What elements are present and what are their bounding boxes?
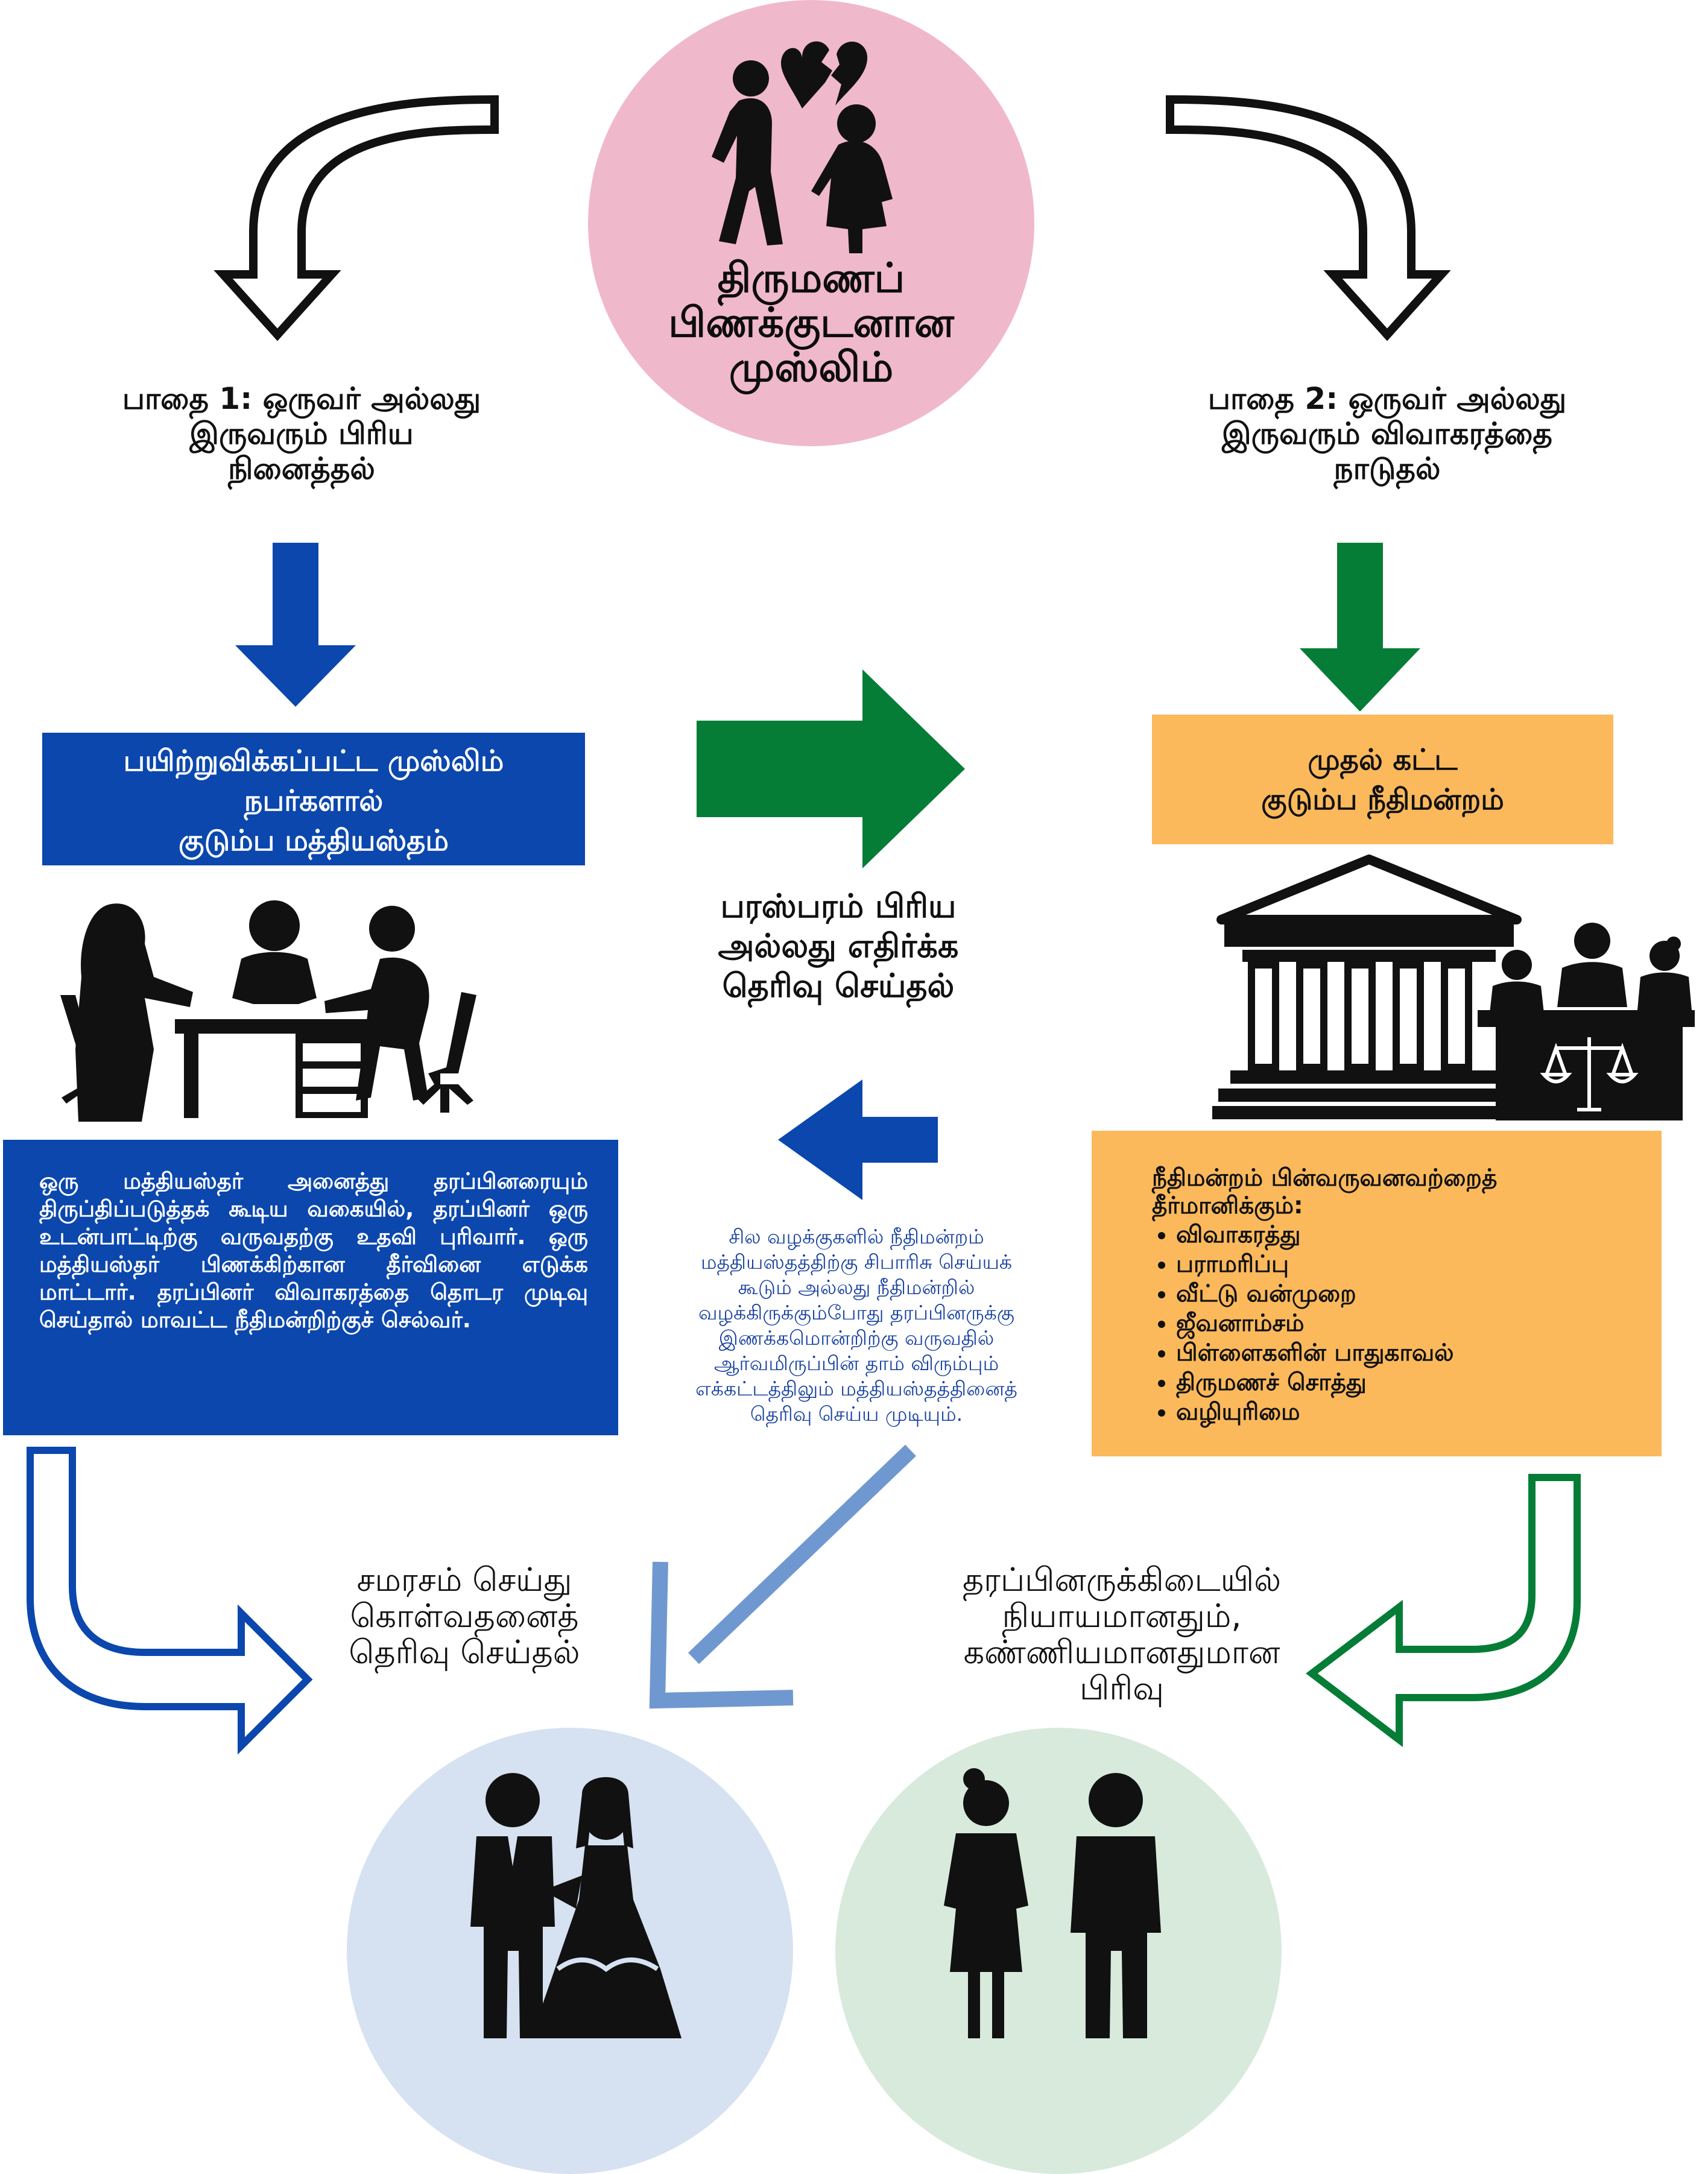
middle-line: பரஸ்பரம் பிரிய bbox=[720, 887, 957, 925]
path1-label: பாதை 1: ஒருவர் அல்லது இருவரும் பிரிய நின… bbox=[90, 381, 513, 486]
outcome-reconcile-line: சமரசம் செய்து bbox=[356, 1561, 572, 1599]
court-note-line: தெரிவு செய்ய முடியும். bbox=[750, 1402, 963, 1426]
curved-arrow-green-outline bbox=[1306, 1474, 1581, 1748]
court-note-line: கூடும் அல்லது நீதிமன்றில் bbox=[738, 1275, 975, 1299]
middle-line: அல்லது எதிர்க்க bbox=[718, 927, 959, 965]
court-decides-item: பராமரிப்பு bbox=[1176, 1250, 1637, 1279]
court-note-line: இணக்கமொன்றிற்கு வருவதில் bbox=[718, 1326, 995, 1350]
middle-line: தெரிவு செய்தல் bbox=[722, 967, 955, 1005]
court-decides-intro: நீதிமன்றம் பின்வருவனவற்றைத் தீர்மானிக்கு… bbox=[1152, 1164, 1637, 1220]
courthouse-icon bbox=[1212, 855, 1695, 1120]
court-decides-item: வீட்டு வன்முறை bbox=[1176, 1279, 1637, 1309]
down-arrow-blue bbox=[235, 543, 356, 707]
path2-line: பாதை 2: ஒருவர் அல்லது bbox=[1207, 381, 1567, 416]
top-title: திருமணப் பிணக்குடனான முஸ்லிம் bbox=[621, 256, 1001, 390]
curved-arrow-left bbox=[214, 95, 499, 341]
mediator-description-box: ஒரு மத்தியஸ்தர் அனைத்து தரப்பினரையும் தி… bbox=[3, 1140, 618, 1435]
court-decides-box: நீதிமன்றம் பின்வருவனவற்றைத் தீர்மானிக்கு… bbox=[1092, 1131, 1662, 1456]
top-title-line: பிணக்குடனான bbox=[668, 299, 954, 347]
court-decides-item: வழியுரிமை bbox=[1176, 1397, 1637, 1427]
path1-line: நினைத்தல் bbox=[228, 451, 375, 486]
court-decides-item: விவாகரத்து bbox=[1176, 1220, 1637, 1250]
mediation-meeting-icon bbox=[60, 900, 476, 1122]
court-note-line: மத்தியஸ்தத்திற்கு சிபாரிசு செய்யக் bbox=[700, 1250, 1012, 1274]
left-arrow-blue bbox=[778, 1079, 938, 1200]
path2-label: பாதை 2: ஒருவர் அல்லது இருவரும் விவாகரத்த… bbox=[1164, 381, 1610, 486]
mediation-box: பயிற்றுவிக்கப்பட்ட முஸ்லிம் நபர்களால் கு… bbox=[42, 733, 585, 865]
middle-label: பரஸ்பரம் பிரிய அல்லது எதிர்க்க தெரிவு செ… bbox=[651, 886, 1025, 1006]
outcome-separate-line: பிரிவு bbox=[1080, 1669, 1164, 1707]
court-box: முதல் கட்ட குடும்ப நீதிமன்றம் bbox=[1152, 715, 1613, 844]
mediation-line: குடும்ப மத்தியஸ்தம் bbox=[178, 824, 449, 858]
outcome-separate-label: தரப்பினருக்கிடையில் நியாயமானதும், கண்ணிய… bbox=[905, 1562, 1339, 1707]
right-arrow-green bbox=[697, 669, 965, 868]
court-decides-item: பிள்ளைகளின் பாதுகாவல் bbox=[1176, 1338, 1637, 1368]
broken-heart-couple-icon bbox=[712, 41, 893, 253]
court-note-line: ஆர்வமிருப்பின் தாம் விரும்பும் bbox=[713, 1351, 999, 1375]
wedding-couple-icon bbox=[470, 1773, 682, 2038]
outcome-separate-line: தரப்பினருக்கிடையில் bbox=[962, 1561, 1282, 1599]
court-line: குடும்ப நீதிமன்றம் bbox=[1261, 783, 1504, 817]
court-intro-line: நீதிமன்றம் பின்வருவனவற்றைத் bbox=[1152, 1164, 1498, 1192]
court-decides-item: ஜீவனாம்சம் bbox=[1176, 1309, 1637, 1338]
path2-line: இருவரும் விவாகரத்தை bbox=[1222, 416, 1552, 451]
outcome-separate-line: நியாயமானதும், bbox=[1002, 1597, 1242, 1635]
court-note-line: வழக்கிருக்கும்போது தரப்பினருக்கு bbox=[698, 1301, 1015, 1324]
outcome-separate-line: கண்ணியமானதுமான bbox=[963, 1633, 1280, 1671]
court-line: முதல் கட்ட bbox=[1308, 743, 1458, 777]
court-decides-list: விவாகரத்து பராமரிப்பு வீட்டு வன்முறை ஜீவ… bbox=[1152, 1220, 1637, 1427]
path2-line: நாடுதல் bbox=[1333, 451, 1441, 486]
down-arrow-green bbox=[1300, 543, 1420, 712]
mediator-description: ஒரு மத்தியஸ்தர் அனைத்து தரப்பினரையும் தி… bbox=[39, 1168, 588, 1333]
curved-arrow-blue-outline bbox=[27, 1447, 313, 1755]
court-note: சில வழக்குகளில் நீதிமன்றம் மத்தியஸ்தத்தி… bbox=[648, 1224, 1064, 1427]
path1-line: பாதை 1: ஒருவர் அல்லது bbox=[122, 381, 481, 416]
court-note-line: எக்கட்டத்திலும் மத்தியஸ்தத்தினைத் bbox=[695, 1377, 1017, 1400]
outcome-reconcile-label: சமரசம் செய்து கொள்வதனைத் தெரிவு செய்தல் bbox=[314, 1562, 615, 1670]
mediation-line: நபர்களால் bbox=[244, 784, 384, 818]
top-title-line: முஸ்லிம் bbox=[729, 344, 894, 391]
outcome-reconcile-line: கொள்வதனைத் bbox=[350, 1597, 579, 1635]
top-title-line: திருமணப் bbox=[717, 254, 905, 302]
outcome-reconcile-line: தெரிவு செய்தல் bbox=[349, 1633, 580, 1671]
court-decides-item: திருமணச் சொத்து bbox=[1176, 1368, 1637, 1397]
separated-couple-icon bbox=[944, 1768, 1161, 2038]
court-intro-line: தீர்மானிக்கும்: bbox=[1152, 1192, 1303, 1219]
diagonal-arrow-light-blue bbox=[649, 1444, 916, 1709]
path1-line: இருவரும் பிரிய bbox=[189, 416, 414, 451]
mediation-line: பயிற்றுவிக்கப்பட்ட முஸ்லிம் bbox=[123, 744, 504, 778]
curved-arrow-right bbox=[1166, 95, 1451, 341]
court-note-line: சில வழக்குகளில் நீதிமன்றம் bbox=[729, 1225, 984, 1248]
